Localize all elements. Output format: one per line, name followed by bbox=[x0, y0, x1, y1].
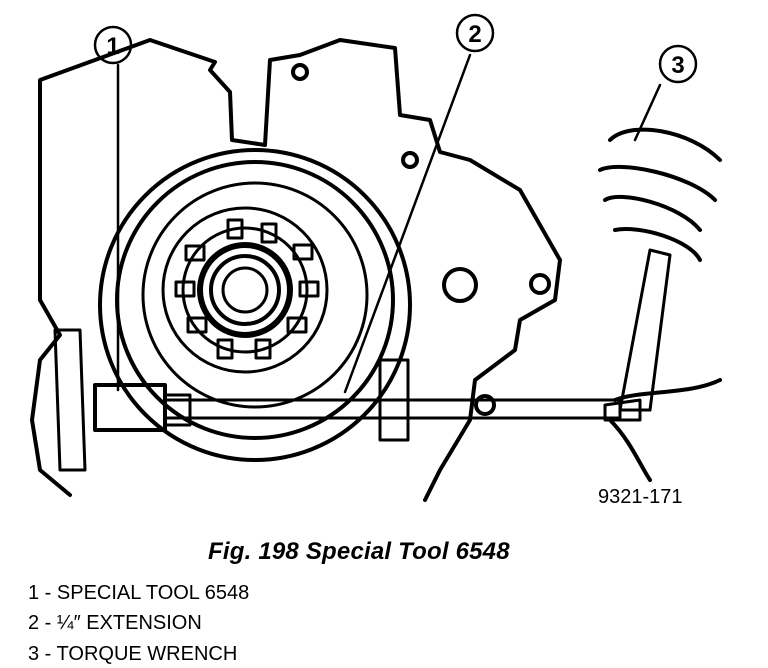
callout-3: 3 bbox=[671, 52, 684, 79]
leader-line-3 bbox=[633, 83, 662, 142]
callout-circle-1 bbox=[93, 25, 133, 65]
leader-line-2 bbox=[343, 53, 472, 394]
pump-gear-inner bbox=[181, 226, 309, 354]
extension-bar bbox=[163, 398, 622, 420]
pump-outer-ring bbox=[98, 148, 412, 462]
hand-lower bbox=[608, 378, 722, 482]
figure-reference-number: 9321-171 bbox=[598, 486, 683, 508]
legend-item: 1 - SPECIAL TOOL 6548 bbox=[28, 582, 250, 604]
bolt-boss bbox=[442, 267, 478, 303]
legend-item: 2 - ¼″ EXTENSION bbox=[28, 612, 202, 634]
callout-circle-3 bbox=[658, 44, 698, 84]
legend-item: 3 - TORQUE WRENCH bbox=[28, 643, 238, 665]
torque-wrench bbox=[618, 248, 672, 412]
case-left bbox=[30, 133, 72, 497]
technical-illustration: 1 2 3 bbox=[30, 13, 722, 502]
pump-ring bbox=[141, 181, 369, 409]
pump-gear bbox=[161, 206, 329, 374]
bolt-boss bbox=[291, 63, 309, 81]
input-shaft-seal-inner bbox=[209, 254, 281, 326]
callout-2: 2 bbox=[468, 21, 481, 48]
bolt-boss bbox=[474, 394, 496, 416]
figure-caption: Fig. 198 Special Tool 6548 bbox=[208, 538, 510, 565]
case-outline bbox=[38, 38, 562, 502]
callout-circle-2 bbox=[455, 13, 495, 53]
input-shaft-seal bbox=[197, 242, 293, 338]
hand-upper bbox=[598, 127, 722, 262]
bolt-boss bbox=[401, 151, 419, 169]
input-shaft-bore bbox=[221, 266, 269, 314]
bolt-boss bbox=[529, 273, 551, 295]
pump-ring bbox=[115, 160, 395, 440]
callout-1: 1 bbox=[106, 33, 119, 60]
special-tool-6548 bbox=[53, 328, 87, 472]
